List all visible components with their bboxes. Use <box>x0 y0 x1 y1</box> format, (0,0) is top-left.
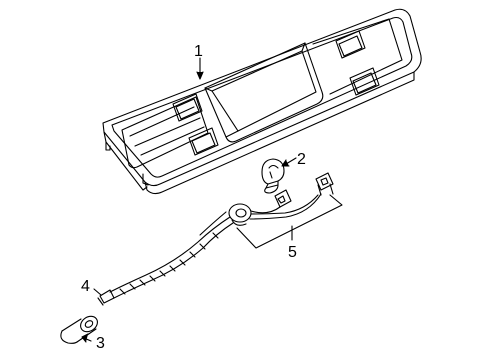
callout-2: 2 <box>297 151 306 168</box>
bulb <box>261 158 285 194</box>
leader-arrow-3 <box>81 333 89 343</box>
leader-line-4 <box>93 288 102 296</box>
leader-arrow-2 <box>281 159 290 167</box>
leader-line-2 <box>285 157 297 165</box>
leader-arrow-1 <box>196 71 204 80</box>
callout-1: 1 <box>194 43 203 60</box>
callout-4: 4 <box>81 278 90 295</box>
overhead-console-housing <box>102 8 422 195</box>
callout-3: 3 <box>96 335 105 352</box>
callout-5: 5 <box>288 244 297 261</box>
sleeve <box>60 315 98 344</box>
callout-bracket-5 <box>236 194 343 249</box>
wiring-harness <box>97 172 334 306</box>
